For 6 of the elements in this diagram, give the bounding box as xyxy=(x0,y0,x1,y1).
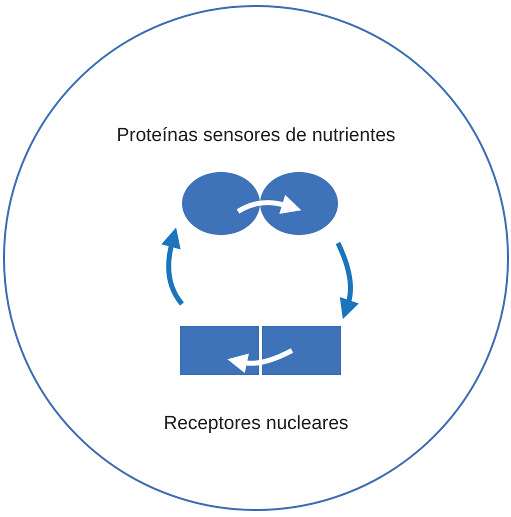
curved-arrow xyxy=(161,227,184,306)
group-label: Proteínas sensores de nutrientes xyxy=(116,124,396,148)
group-label: Receptores nucleares xyxy=(164,412,348,436)
rectangle-block xyxy=(262,326,341,375)
rectangle-block xyxy=(180,326,259,375)
curved-arrow xyxy=(336,242,359,320)
